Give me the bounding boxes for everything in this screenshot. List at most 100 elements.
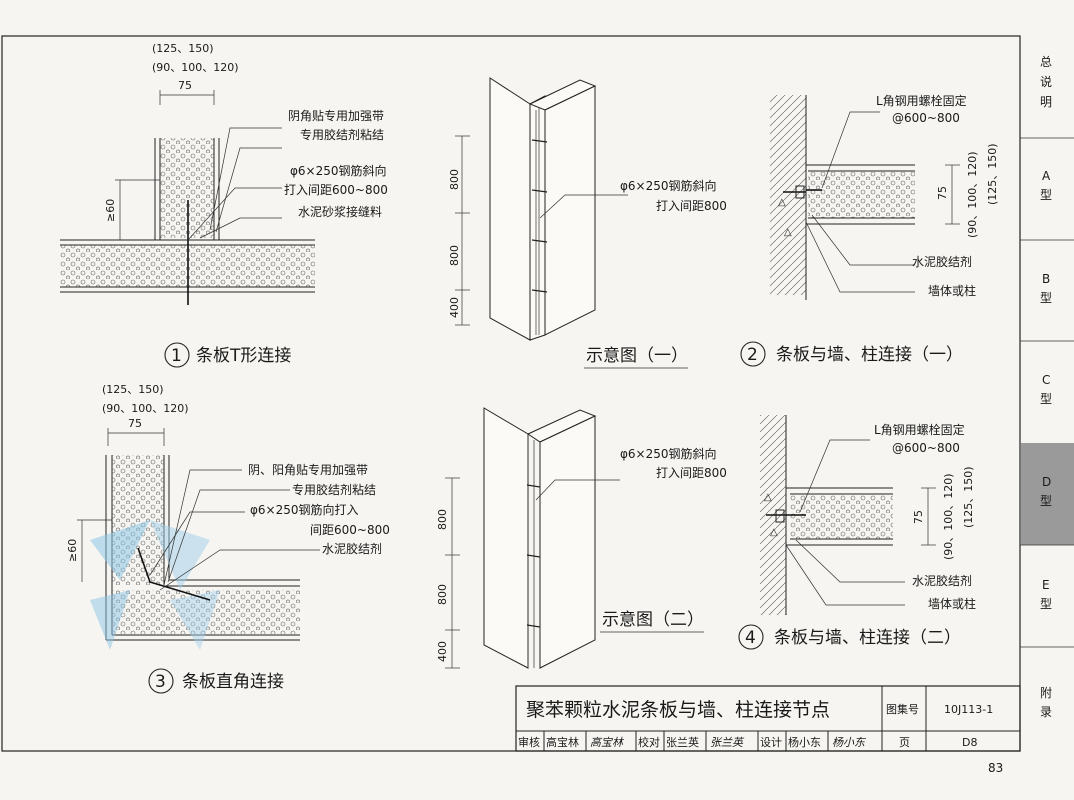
- dim-text: 400: [448, 297, 461, 318]
- dim-text: (125、150): [962, 466, 975, 528]
- note-text: φ6×250钢筋斜向: [620, 178, 717, 193]
- detail-number-circle: [164, 342, 190, 368]
- svg-text:明: 明: [1040, 95, 1052, 109]
- note-text: 打入间距800: [656, 199, 727, 213]
- dim-text: (90、100、120): [942, 473, 955, 560]
- detail-caption: 条板T形连接: [196, 346, 291, 366]
- dim-text: (125、150): [102, 383, 164, 396]
- dim-text: (90、100、120): [966, 151, 979, 238]
- review-label: 审核: [518, 735, 540, 749]
- svg-text:C: C: [1042, 373, 1050, 387]
- side-tab-strip: [1019, 36, 1074, 751]
- dim-text: 800: [448, 245, 461, 266]
- designer-name: 杨小东: [788, 735, 821, 749]
- note-text: 打入间距600~800: [284, 183, 388, 197]
- page-number: 83: [988, 761, 1003, 775]
- dim-text: 75: [128, 417, 142, 430]
- dim-text: 75: [936, 186, 949, 200]
- title-block: [515, 685, 1021, 752]
- tab-type-d[interactable]: D型: [1040, 475, 1052, 508]
- detail-3-drawing: (125、150) (90、100、120) 75 ≥60: [66, 383, 320, 650]
- checker-name: 张兰英: [666, 735, 699, 749]
- svg-text:说: 说: [1040, 74, 1052, 89]
- svg-text:△: △: [764, 492, 772, 503]
- svg-text:总: 总: [1040, 55, 1052, 69]
- detail-number: 3: [155, 672, 166, 692]
- svg-text:△: △: [778, 197, 786, 208]
- svg-text:型: 型: [1040, 291, 1052, 305]
- tab-general[interactable]: 总说明: [1040, 55, 1052, 109]
- page-label: 页: [899, 736, 910, 749]
- note-text: @600~800: [892, 111, 960, 125]
- note-text: φ6×250钢筋斜向: [620, 446, 717, 461]
- detail-number: 4: [745, 628, 756, 648]
- schematic-caption: 示意图（一）: [586, 346, 688, 366]
- svg-text:型: 型: [1040, 494, 1052, 508]
- dim-text: 75: [912, 510, 925, 524]
- detail-1-drawing: (125、150) (90、100、120) 75 ≥60: [60, 42, 315, 305]
- designer-signature: 杨小东: [832, 736, 867, 749]
- svg-text:D: D: [1042, 475, 1051, 489]
- note-text: @600~800: [892, 441, 960, 455]
- dim-text: (125、150): [986, 143, 999, 205]
- dim-text: 400: [436, 641, 449, 662]
- detail-caption: 条板与墙、柱连接（一）: [776, 345, 963, 365]
- dim-text: ≥60: [66, 539, 79, 562]
- note-text: φ6×250钢筋向打入: [250, 502, 359, 517]
- note-text: 墙体或柱: [928, 596, 976, 611]
- schematic-1-drawing: 800 800 400: [448, 77, 628, 341]
- drawing-title: 聚苯颗粒水泥条板与墙、柱连接节点: [526, 699, 830, 721]
- dim-text: (90、100、120): [102, 402, 189, 415]
- check-label: 校对: [638, 735, 660, 749]
- schematic-caption: 示意图（二）: [602, 610, 704, 630]
- checker-signature: 张兰英: [710, 736, 745, 749]
- schematic-2-drawing: 800 800 400: [436, 407, 620, 669]
- dim-text: (125、150): [152, 42, 214, 55]
- detail-number: 1: [171, 346, 182, 366]
- atlas-label: 图集号: [886, 702, 919, 716]
- dim-text: (90、100、120): [152, 61, 239, 74]
- svg-text:型: 型: [1040, 597, 1052, 611]
- tab-type-b[interactable]: B型: [1040, 272, 1052, 305]
- note-text: 阴、阳角贴专用加强带: [248, 462, 368, 477]
- dim-text: ≥60: [104, 199, 117, 222]
- svg-text:型: 型: [1040, 188, 1052, 202]
- note-text: 水泥胶结剂: [912, 254, 972, 269]
- design-label: 设计: [760, 736, 782, 749]
- svg-text:型: 型: [1040, 392, 1052, 406]
- dim-text: 800: [448, 169, 461, 190]
- svg-text:附: 附: [1040, 686, 1052, 700]
- detail-number-circle: [740, 341, 766, 367]
- active-tab-background: [1021, 443, 1074, 545]
- tab-type-e[interactable]: E型: [1040, 578, 1052, 611]
- note-text: 水泥胶结剂: [912, 573, 972, 588]
- detail-2-drawing: △ △ 75 (90、100、120) (125、150): [770, 95, 999, 300]
- svg-text:△: △: [770, 527, 778, 538]
- note-text: 水泥砂浆接缝料: [298, 204, 382, 219]
- svg-text:△: △: [784, 227, 792, 238]
- svg-text:B: B: [1042, 272, 1050, 286]
- dim-text: 75: [178, 79, 192, 92]
- note-text: 墙体或柱: [928, 283, 976, 298]
- note-text: 阴角贴专用加强带: [288, 108, 384, 123]
- note-text: φ6×250钢筋斜向: [290, 163, 387, 178]
- reviewer-name: 高宝林: [546, 735, 579, 749]
- dim-text: 800: [436, 509, 449, 530]
- note-text: L角钢用螺栓固定: [874, 422, 965, 437]
- note-text: 专用胶结剂粘结: [292, 482, 376, 497]
- tab-appendix[interactable]: 附录: [1040, 686, 1052, 719]
- detail-caption: 条板直角连接: [182, 672, 284, 692]
- dim-text: 800: [436, 584, 449, 605]
- detail-number-circle: [148, 668, 174, 694]
- reviewer-signature: 高宝林: [590, 736, 625, 749]
- tab-type-c[interactable]: C型: [1040, 373, 1052, 406]
- detail-4-drawing: △ △ 75 (90、100、120) (125、150): [760, 415, 975, 615]
- svg-text:录: 录: [1040, 705, 1052, 719]
- detail-number-circle: [738, 624, 764, 650]
- tab-type-a[interactable]: A型: [1040, 169, 1052, 202]
- note-text: 打入间距800: [656, 466, 727, 480]
- note-text: 间距600~800: [310, 523, 390, 537]
- note-text: L角钢用螺栓固定: [876, 93, 967, 108]
- atlas-number: 10J113-1: [944, 703, 993, 716]
